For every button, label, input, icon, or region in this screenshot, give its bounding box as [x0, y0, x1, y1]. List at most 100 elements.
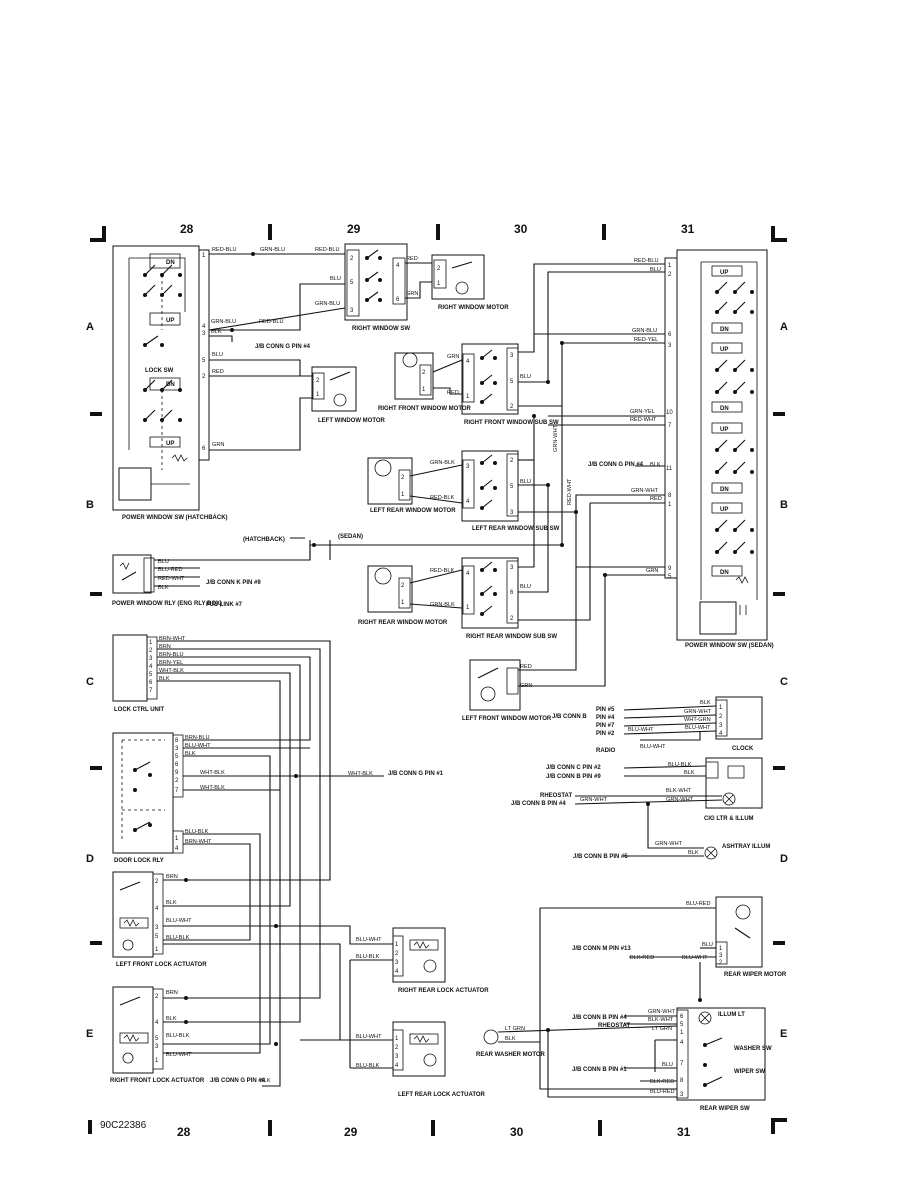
- wire-label-83: LT GRN: [505, 1026, 525, 1032]
- svg-text:3: 3: [510, 565, 514, 571]
- svg-text:4: 4: [466, 359, 470, 365]
- sedan-up-label-4: UP: [720, 507, 728, 513]
- wires-top: [154, 253, 665, 687]
- wire-label-30: GRN-BLK: [430, 602, 455, 608]
- wire-label-43: WHT-BLK: [159, 668, 184, 674]
- svg-text:3: 3: [510, 510, 514, 516]
- frame: 28 29 30 31 28 29 30 31 A B C D E A B C …: [86, 222, 788, 1139]
- svg-text:4: 4: [395, 1063, 399, 1069]
- wire-label-71: BLU-WHT: [640, 744, 666, 750]
- svg-text:1: 1: [316, 392, 320, 398]
- hatch-up-label-2: UP: [166, 441, 174, 447]
- svg-text:2: 2: [401, 583, 405, 589]
- wire-label-11: BLU: [212, 352, 223, 358]
- svg-text:2: 2: [175, 778, 179, 784]
- svg-text:8: 8: [680, 1078, 684, 1084]
- svg-text:3: 3: [202, 331, 206, 337]
- svg-text:5: 5: [155, 1036, 159, 1042]
- lr-lock-act-label: LEFT REAR LOCK ACTUATOR: [398, 1092, 486, 1098]
- svg-text:3: 3: [155, 1044, 159, 1050]
- svg-text:6: 6: [149, 680, 153, 686]
- wire-label-49: WHT-BLK: [200, 785, 225, 791]
- pws-sedan-label: POWER WINDOW SW (SEDAN): [685, 643, 774, 649]
- rear-wiper-motor-label: REAR WIPER MOTOR: [724, 972, 787, 978]
- svg-text:6: 6: [680, 1014, 684, 1020]
- wire-label-6: RED: [406, 256, 418, 262]
- wire-label-12: RED: [212, 369, 224, 375]
- svg-text:4: 4: [466, 571, 470, 577]
- wire-label-2: GRN-BLU: [260, 247, 285, 253]
- wire-label-44: BLK: [159, 676, 170, 682]
- note-jb-g4: J/B CONN G PIN #4: [255, 344, 311, 350]
- rear-wiper-sw-label: REAR WIPER SW: [700, 1106, 750, 1112]
- lock-ctrl-label: LOCK CTRL UNIT: [114, 707, 165, 713]
- wire-label-79: BLU-RED: [686, 901, 711, 907]
- svg-text:4: 4: [719, 731, 723, 737]
- wire-label-26: BLK: [650, 462, 661, 468]
- right-front-window-motor-label: RIGHT FRONT WINDOW MOTOR: [378, 406, 472, 412]
- rear-washer-label: REAR WASHER MOTOR: [476, 1052, 546, 1058]
- svg-text:4: 4: [175, 846, 179, 852]
- svg-text:5: 5: [668, 574, 672, 580]
- wire-label-9: RED-BLU: [259, 319, 284, 325]
- note-pin2: PIN #2: [596, 731, 615, 737]
- svg-text:10: 10: [666, 410, 673, 416]
- pw-rly-label: POWER WINDOW RLY (ENG RLY BOX): [112, 601, 222, 607]
- wire-dots-top: [230, 252, 607, 577]
- power-window-relay: POWER WINDOW RLY (ENG RLY BOX): [112, 554, 222, 607]
- wire-label-84: BLK: [505, 1036, 516, 1042]
- wire-label-76: GRN-WHT: [580, 797, 608, 803]
- wire-label-38: BLK: [158, 585, 169, 591]
- rear-wiper-motor: 132 REAR WIPER MOTOR: [715, 896, 787, 978]
- svg-text:2: 2: [149, 648, 153, 654]
- svg-text:1: 1: [437, 281, 441, 287]
- note-hatchback: (HATCHBACK): [243, 537, 285, 543]
- wire-label-39: BRN-WHT: [159, 636, 186, 642]
- svg-text:5: 5: [510, 379, 514, 385]
- svg-text:4: 4: [149, 664, 153, 670]
- svg-text:2: 2: [155, 879, 159, 885]
- note-jb-b1: J/B CONN B PIN #1: [572, 1067, 627, 1073]
- note-jb-g1: J/B CONN G PIN #1: [388, 771, 444, 777]
- svg-text:5: 5: [510, 484, 514, 490]
- right-front-window-motor: 21 RIGHT FRONT WINDOW MOTOR: [378, 352, 472, 412]
- svg-text:7: 7: [680, 1061, 684, 1067]
- wire-label-68: WHT-GRN: [684, 717, 711, 723]
- svg-text:1: 1: [422, 387, 426, 393]
- note-pin4: PIN #4: [596, 715, 615, 721]
- svg-text:3: 3: [510, 353, 514, 359]
- lock-sw-label: LOCK SW: [145, 368, 174, 374]
- svg-text:2: 2: [202, 374, 206, 380]
- svg-text:1: 1: [466, 605, 470, 611]
- svg-text:1: 1: [155, 947, 159, 953]
- illum-lt-label: ILLUM LT: [718, 1012, 745, 1018]
- wire-label-47: BLK: [185, 751, 196, 757]
- svg-text:1: 1: [401, 600, 405, 606]
- rear-washer-motor: REAR WASHER MOTOR: [476, 1029, 546, 1058]
- row-label-right-b: B: [780, 499, 788, 511]
- svg-text:3: 3: [466, 464, 470, 470]
- svg-text:5: 5: [350, 280, 354, 286]
- wire-label-37: RED-WHT: [158, 576, 185, 582]
- ashtray-illum: ASHTRAY ILLUM: [704, 844, 770, 860]
- power-window-sw-hatchback: DN UP LOCK SW DN UP POWER WINDOW SW (HAT…: [112, 245, 228, 521]
- wire-label-64: BLU-BLK: [356, 1063, 380, 1069]
- svg-text:4: 4: [466, 499, 470, 505]
- svg-text:6: 6: [668, 332, 672, 338]
- note-jb-g4c: J/B CONN G PIN #4: [210, 1078, 266, 1084]
- clock-label: CLOCK: [732, 746, 754, 752]
- note-jb-b9: J/B CONN B PIN #9: [546, 774, 601, 780]
- svg-text:3: 3: [175, 746, 179, 752]
- right-rear-window-motor-label: RIGHT REAR WINDOW MOTOR: [358, 620, 448, 626]
- svg-text:2: 2: [155, 994, 159, 1000]
- wire-label-61: BLU-BLK: [166, 1033, 190, 1039]
- wire-label-85: GRN-WHT: [648, 1009, 676, 1015]
- row-label-right-e: E: [780, 1028, 787, 1040]
- svg-text:11: 11: [666, 466, 673, 472]
- wire-label-13: GRN: [212, 442, 224, 448]
- left-window-motor-label: LEFT WINDOW MOTOR: [318, 418, 386, 424]
